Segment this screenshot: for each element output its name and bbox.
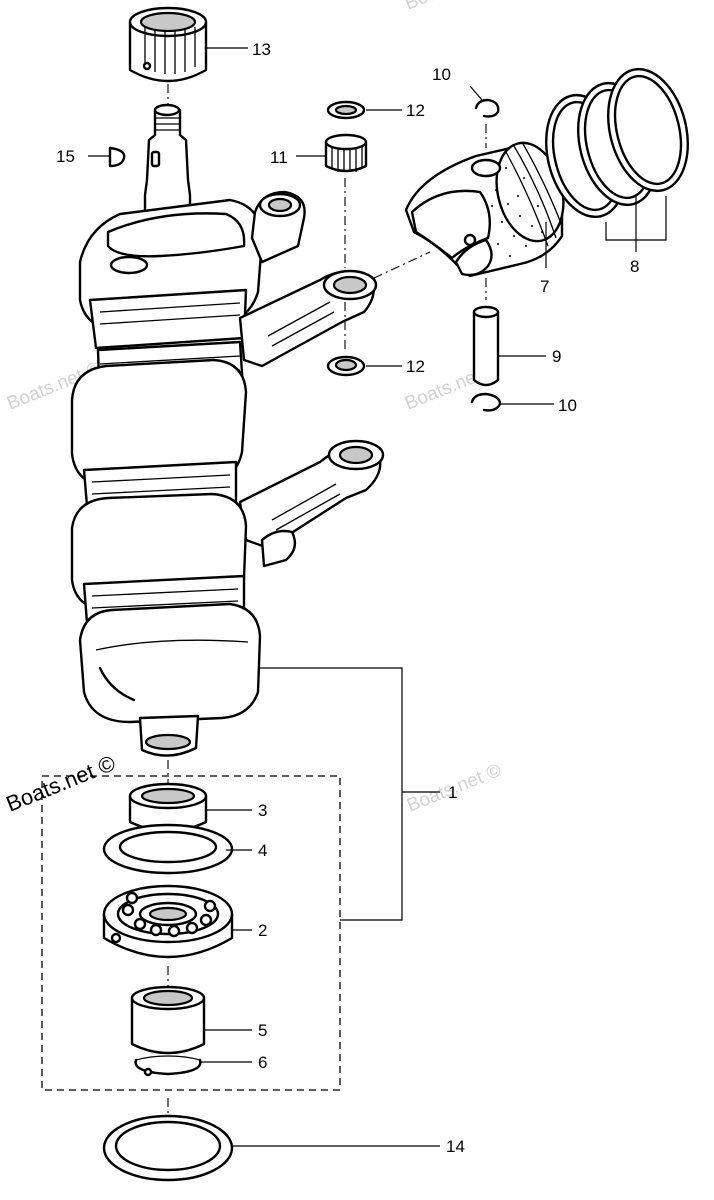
part-2-ball-bearing [102, 884, 234, 959]
part-6-snap-ring [134, 1055, 202, 1077]
callout-10-lower: 10 [558, 396, 577, 415]
crank-web-4 [78, 602, 262, 724]
bearing-balls [121, 891, 217, 938]
part-3-sleeve [128, 782, 208, 833]
callout-5: 5 [258, 1021, 267, 1040]
part-10-circlip-upper [474, 98, 500, 118]
part-8-piston-rings [544, 67, 690, 219]
connecting-rod-1 [238, 269, 378, 368]
part-12-washer-upper [326, 100, 366, 120]
callout-1-bracket [258, 667, 403, 921]
callout-11: 11 [270, 148, 288, 167]
callout-10-upper: 10 [432, 65, 451, 84]
crankshaft-lower-stub [138, 714, 200, 757]
part-14-ring [102, 1114, 234, 1182]
callout-1: 1 [448, 783, 457, 802]
upper-conrod-top [250, 190, 306, 264]
part-15-key [88, 146, 126, 168]
callout-12-upper: 12 [406, 101, 425, 120]
callout-15: 15 [56, 147, 75, 166]
part-13-needle-bearing [128, 6, 208, 83]
leader-lines [200, 47, 554, 1147]
watermark: Boats.net © [402, 0, 502, 15]
callout-4: 4 [258, 841, 267, 860]
callout-14: 14 [446, 1137, 465, 1156]
part-7-piston [404, 141, 565, 278]
callout-13: 13 [252, 40, 271, 59]
callout-2: 2 [258, 921, 267, 940]
callout-12-lower: 12 [406, 357, 425, 376]
piston-stipple [491, 167, 543, 257]
callout-8: 8 [630, 257, 639, 276]
crank-web-1 [78, 198, 264, 350]
brand-watermark: Boats.net © [3, 750, 119, 816]
center-line [373, 251, 431, 279]
callout-9: 9 [552, 347, 561, 366]
part-5-needle-bearing [130, 985, 206, 1055]
part-4-seal [102, 823, 234, 875]
part-11-needle-bearing [324, 133, 368, 173]
part-10-circlip-lower [470, 392, 502, 412]
crank-web-2 [70, 340, 248, 520]
callout-labels: 13 12 11 15 10 7 8 12 9 10 1 3 4 2 5 6 1… [56, 40, 639, 1156]
part-9-piston-pin [472, 305, 500, 387]
part-12-washer-lower [326, 355, 366, 377]
callout-6: 6 [258, 1053, 267, 1072]
callout-7: 7 [540, 277, 549, 296]
connecting-rod-2 [238, 439, 385, 568]
assembly-group-box [41, 775, 341, 1091]
callout-3: 3 [258, 801, 267, 820]
